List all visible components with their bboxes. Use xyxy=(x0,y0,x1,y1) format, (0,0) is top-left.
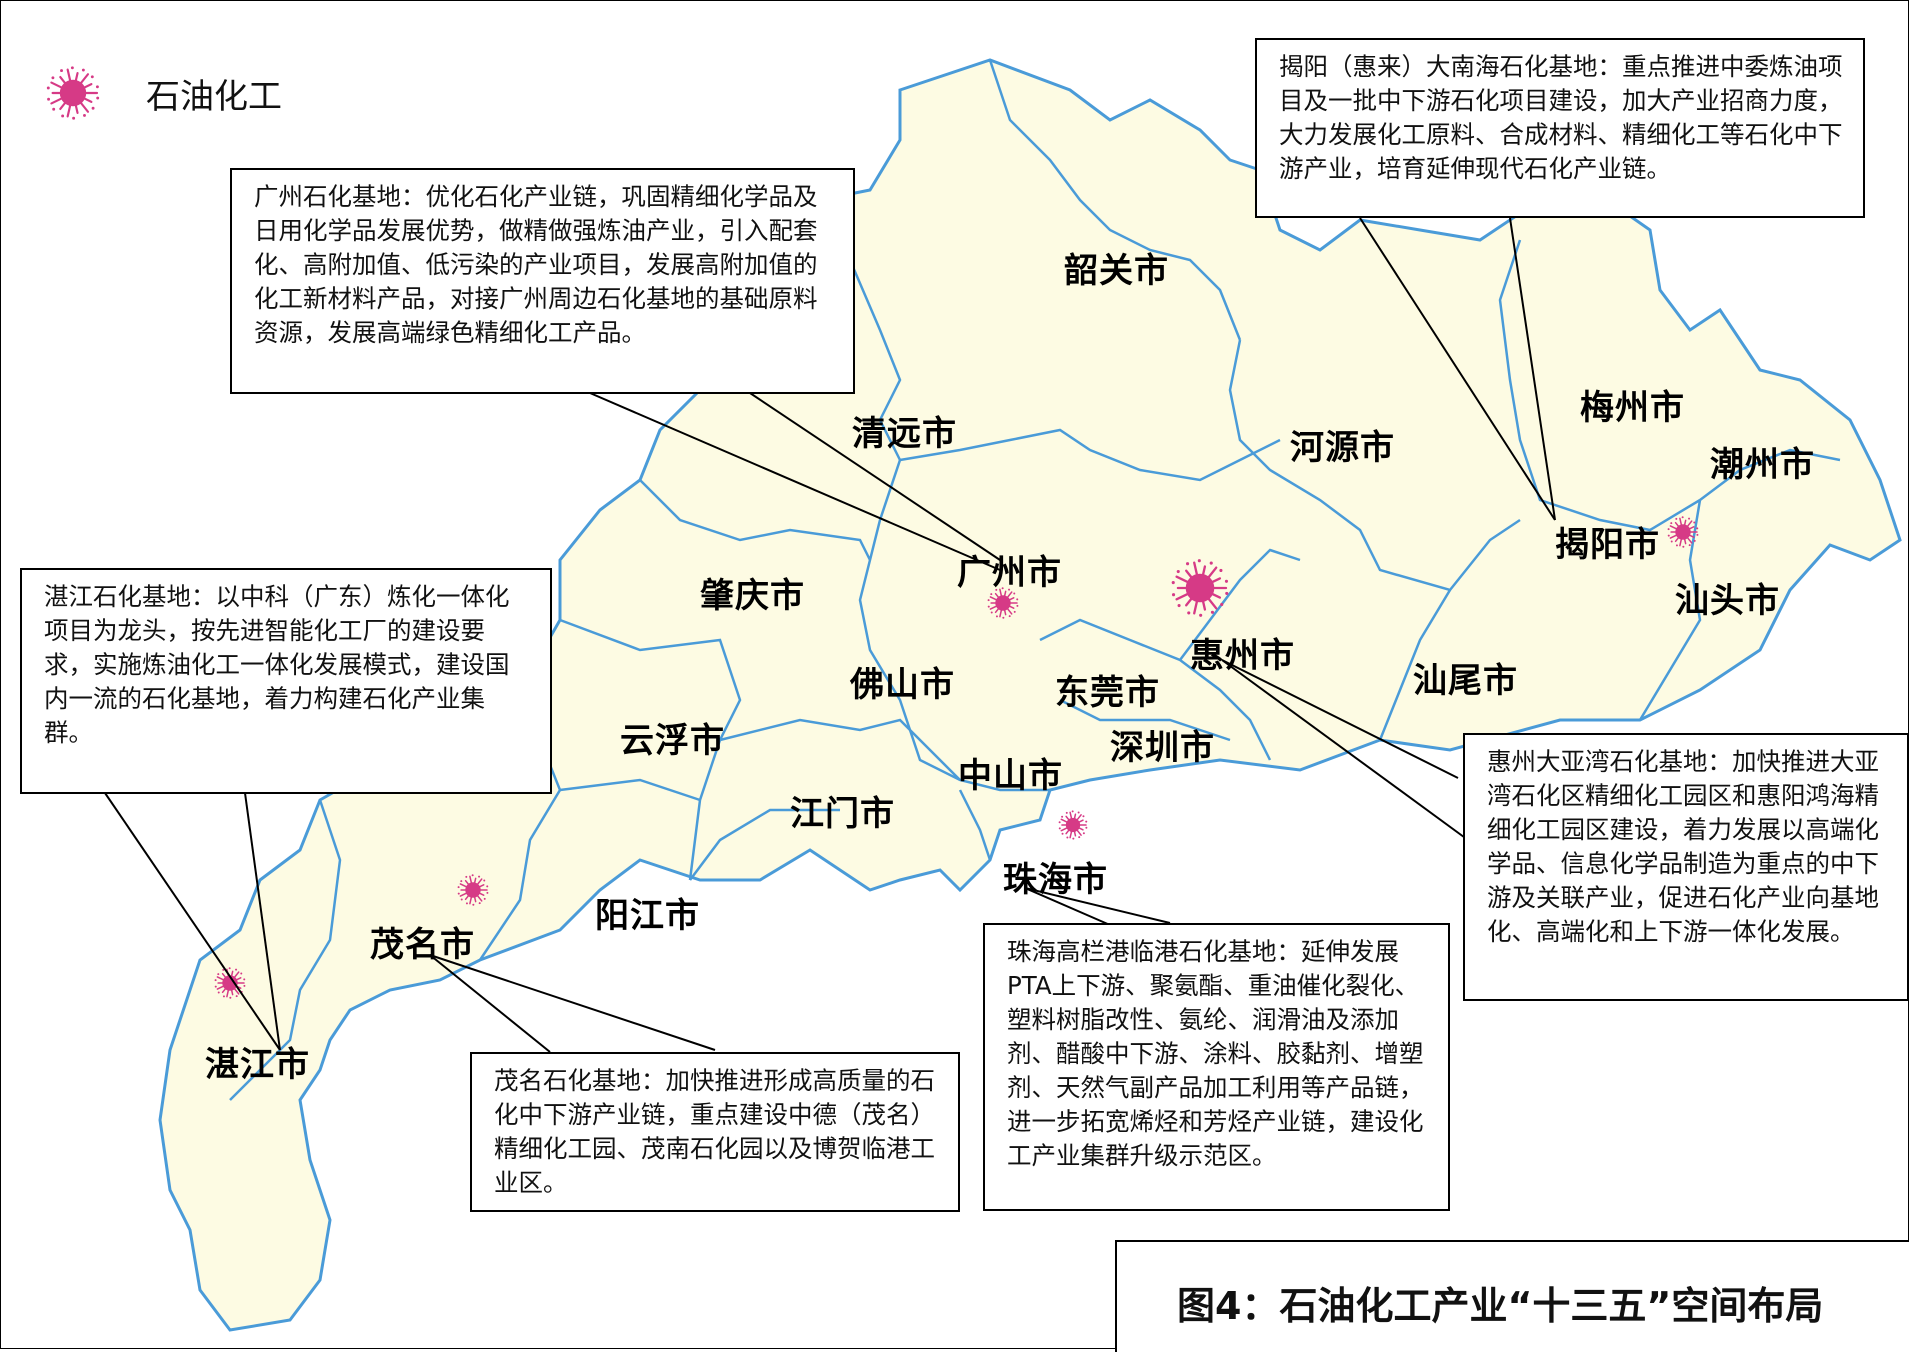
city-label-zhongshan: 中山市 xyxy=(958,756,1063,796)
city-label-chaozhou: 潮州市 xyxy=(1710,445,1815,485)
city-label-yunfu: 云浮市 xyxy=(620,721,725,761)
city-label-shantou: 汕头市 xyxy=(1675,581,1780,621)
city-label-guangzhou: 广州市 xyxy=(957,553,1062,593)
city-label-jiangmen: 江门市 xyxy=(790,794,895,834)
city-label-zhanjiang: 湛江市 xyxy=(205,1045,310,1085)
petrochemical-marker-guangzhou xyxy=(987,587,1019,619)
callout-jieyang: 揭阳（惠来）大南海石化基地：重点推进中委炼油项目及一批中下游石化项目建设，加大产… xyxy=(1255,38,1865,218)
city-label-maoming: 茂名市 xyxy=(370,925,475,965)
petrochemical-marker-jieyang xyxy=(1667,516,1699,548)
figure-caption: 图4：石油化工产业“十三五”空间布局 xyxy=(1177,1284,1824,1328)
petrochemical-marker-zhuhai xyxy=(1058,810,1088,840)
city-label-qingyuan: 清远市 xyxy=(852,414,957,454)
legend-label: 石油化工 xyxy=(146,76,282,117)
callout-guangzhou: 广州石化基地：优化石化产业链，巩固精细化学品及日用化学品发展优势，做精做强炼油产… xyxy=(230,168,855,394)
city-label-shenzhen: 深圳市 xyxy=(1110,728,1215,768)
figure-caption-box: 图4：石油化工产业“十三五”空间布局 xyxy=(1115,1240,1909,1352)
city-label-yangjiang: 阳江市 xyxy=(595,896,700,936)
city-label-zhaoqing: 肇庆市 xyxy=(700,576,805,616)
city-label-jieyang: 揭阳市 xyxy=(1555,525,1660,565)
city-label-meizhou: 梅州市 xyxy=(1580,388,1685,428)
petrochemical-marker-icon xyxy=(46,66,100,120)
marker-layer xyxy=(214,516,1699,999)
city-label-heyuan: 河源市 xyxy=(1290,428,1395,468)
city-label-zhuhai: 珠海市 xyxy=(1003,860,1108,900)
city-label-huizhou: 惠州市 xyxy=(1190,636,1295,676)
callout-zhanjiang: 湛江石化基地：以中科（广东）炼化一体化项目为龙头，按先进智能化工厂的建设要求，实… xyxy=(20,568,552,794)
city-label-dongguan: 东莞市 xyxy=(1055,673,1160,713)
prefecture-borders xyxy=(229,59,1841,1101)
city-label-foshan: 佛山市 xyxy=(850,665,955,705)
petrochemical-marker-huizhou xyxy=(1171,559,1229,617)
petrochemical-marker-maoming xyxy=(457,874,489,906)
city-label-shanwei: 汕尾市 xyxy=(1413,661,1518,701)
callout-huizhou: 惠州大亚湾石化基地：加快推进大亚湾石化区精细化工园区和惠阳鸿海精细化工园区建设，… xyxy=(1463,733,1909,1001)
city-label-shaoguan: 韶关市 xyxy=(1064,251,1169,291)
leader-lines xyxy=(104,217,1556,1053)
petrochemical-marker-zhanjiang xyxy=(214,967,246,999)
callout-maoming: 茂名石化基地：加快推进形成高质量的石化中下游产业链，重点建设中德（茂名）精细化工… xyxy=(470,1052,960,1212)
legend: 石油化工 xyxy=(40,60,282,126)
callout-zhuhai: 珠海高栏港临港石化基地：延伸发展PTA上下游、聚氨酯、重油催化裂化、塑料树脂改性… xyxy=(983,923,1450,1211)
